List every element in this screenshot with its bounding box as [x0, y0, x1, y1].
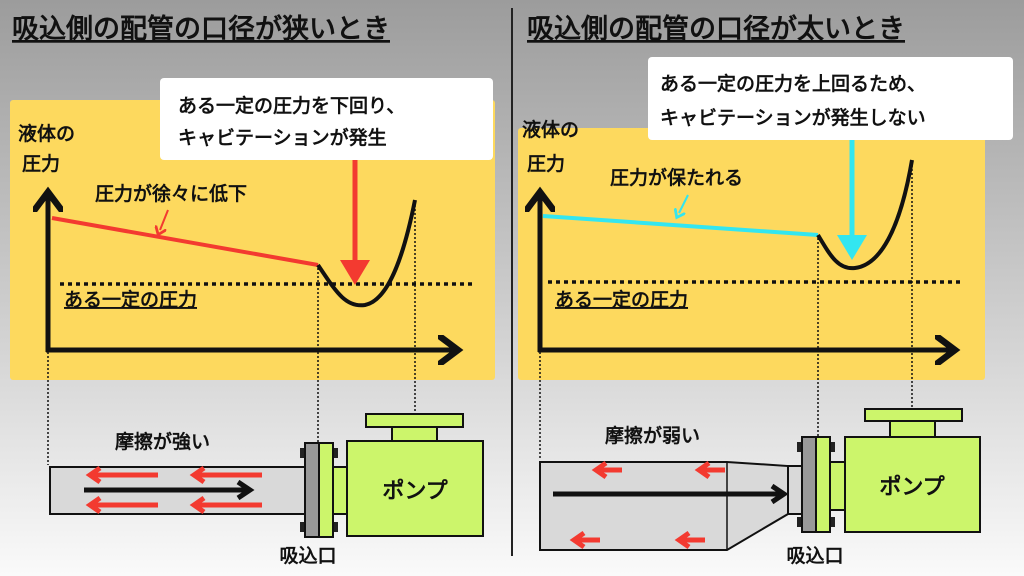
- left-callout-box: [160, 78, 493, 160]
- left-callout-line-2: キャビテーションが発生: [178, 126, 387, 149]
- left-trend-label: 圧力が徐々に低下: [95, 182, 247, 205]
- right-pump: [844, 436, 981, 533]
- right-chart-area: [518, 128, 985, 380]
- left-friction-arrows: [85, 465, 262, 515]
- left-threshold-label: ある一定の圧力: [64, 288, 197, 311]
- right-trend-arrow: [679, 194, 689, 213]
- right-panel-wide-pipe: 吸込側の配管の口径が太いとき 液体の 圧力 ある一定の圧力 圧力が保たれる ある…: [518, 13, 1013, 567]
- left-callout-line-1: ある一定の圧力を下回り、: [178, 94, 405, 117]
- right-friction-arrows: [569, 460, 725, 550]
- right-y-label-1: 液体の: [522, 118, 579, 141]
- right-callout-line-1: ある一定の圧力を上回るため、: [660, 72, 926, 95]
- right-flange: [797, 436, 835, 533]
- left-panel-narrow-pipe: 吸込側の配管の口径が狭いとき 液体の 圧力 ある一定の圧力 圧力が徐々に低下 あ…: [10, 13, 495, 567]
- left-chart-area: [10, 100, 495, 380]
- left-pump: [346, 440, 484, 537]
- left-trend-arrow: [160, 209, 169, 230]
- right-threshold-label: ある一定の圧力: [555, 288, 688, 311]
- left-title: 吸込側の配管の口径が狭いとき: [12, 13, 390, 45]
- right-pump-pressure-curve: [816, 159, 914, 271]
- right-pressure-kept-line: [542, 214, 819, 237]
- left-y-label-2: 圧力: [22, 152, 60, 175]
- right-y-label-2: 圧力: [527, 152, 565, 175]
- right-callout-box: [648, 57, 1013, 140]
- right-pump-label: ポンプ: [879, 474, 945, 500]
- right-title: 吸込側の配管の口径が太いとき: [527, 13, 905, 45]
- right-inlet-label: 吸込口: [786, 545, 843, 567]
- left-friction-label: 摩擦が強い: [115, 430, 210, 453]
- left-inlet-label: 吸込口: [279, 545, 336, 567]
- left-pump-pressure-curve: [316, 199, 417, 308]
- right-trend-label: 圧力が保たれる: [610, 166, 743, 189]
- left-pressure-drop-line: [51, 216, 319, 267]
- left-y-label-1: 液体の: [18, 122, 75, 145]
- right-callout-line-2: キャビテーションが発生しない: [660, 106, 926, 129]
- right-friction-label: 摩擦が弱い: [605, 424, 700, 447]
- left-pump-label: ポンプ: [382, 478, 448, 504]
